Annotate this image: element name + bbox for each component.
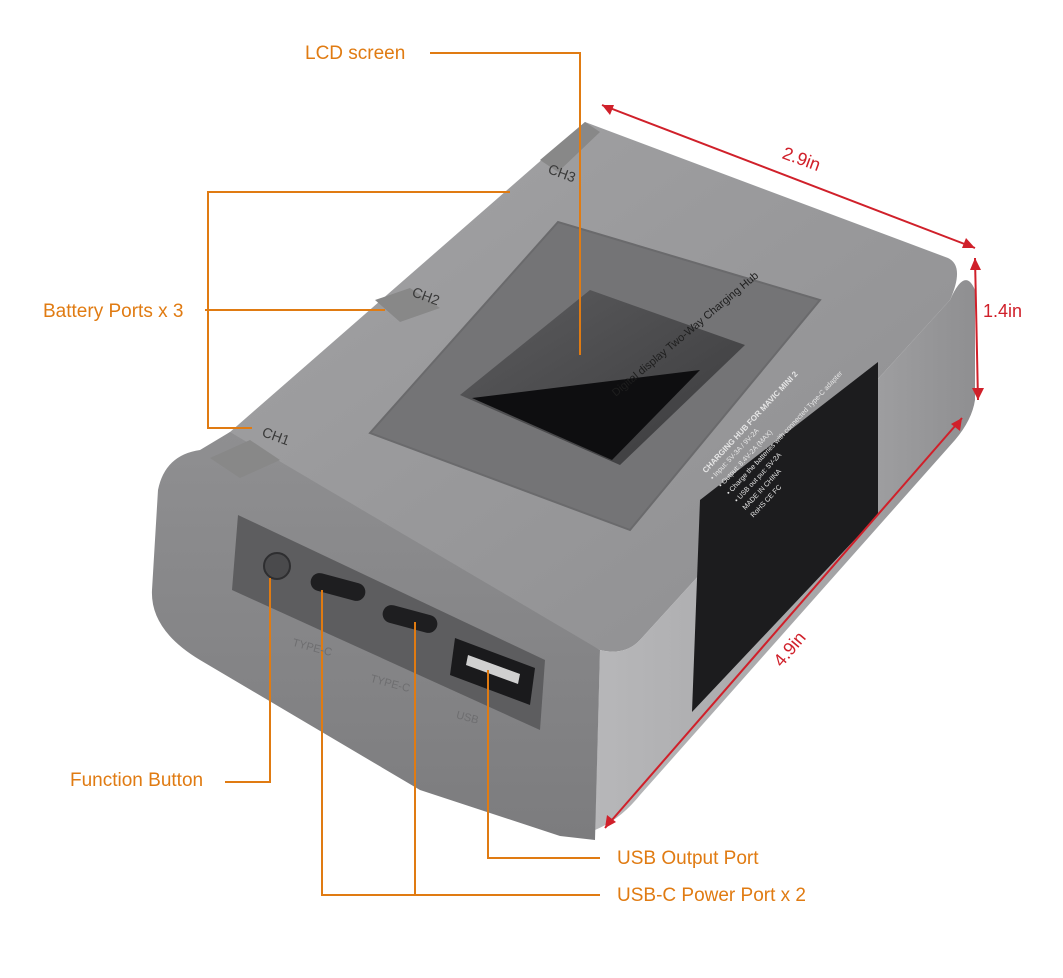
battery-slot-ch2 (375, 288, 440, 322)
function-button-graphic[interactable] (263, 552, 291, 580)
product-label-panel (692, 362, 878, 712)
dimension-height: 1.4in (983, 301, 1023, 321)
callout-usb-c-power: USB-C Power Port x 2 (617, 885, 806, 906)
usb-leader (487, 670, 600, 859)
type-c-port-1[interactable] (309, 571, 368, 603)
type-c-port-2[interactable] (381, 603, 440, 635)
lcd-screen-dark (472, 370, 700, 460)
usbc-leader (321, 590, 600, 896)
dimension-arrows (602, 105, 984, 828)
arrow-h1 (970, 258, 981, 270)
lcd-leader (430, 52, 581, 355)
callout-function-button: Function Button (70, 770, 204, 791)
battery-slot-ch3 (540, 122, 600, 172)
dim-length-line (604, 417, 963, 829)
usb-port-tongue (466, 655, 520, 684)
dim-width-line (601, 104, 976, 249)
arrow-w2 (962, 238, 975, 248)
callout-usb-output: USB Output Port (617, 848, 759, 869)
callout-battery-ports: Battery Ports x 3 (43, 301, 184, 322)
dim-height-line (974, 257, 979, 401)
function-leader (225, 578, 271, 783)
battery-slot-ch1 (210, 440, 280, 478)
arrow-w1 (602, 105, 614, 115)
callout-lines (205, 52, 600, 896)
arrow-h2 (972, 388, 984, 400)
callout-lcd-screen: LCD screen (305, 43, 406, 64)
arrow-l2 (605, 815, 616, 828)
arrow-l1 (951, 418, 962, 431)
dimension-lines (601, 104, 979, 829)
